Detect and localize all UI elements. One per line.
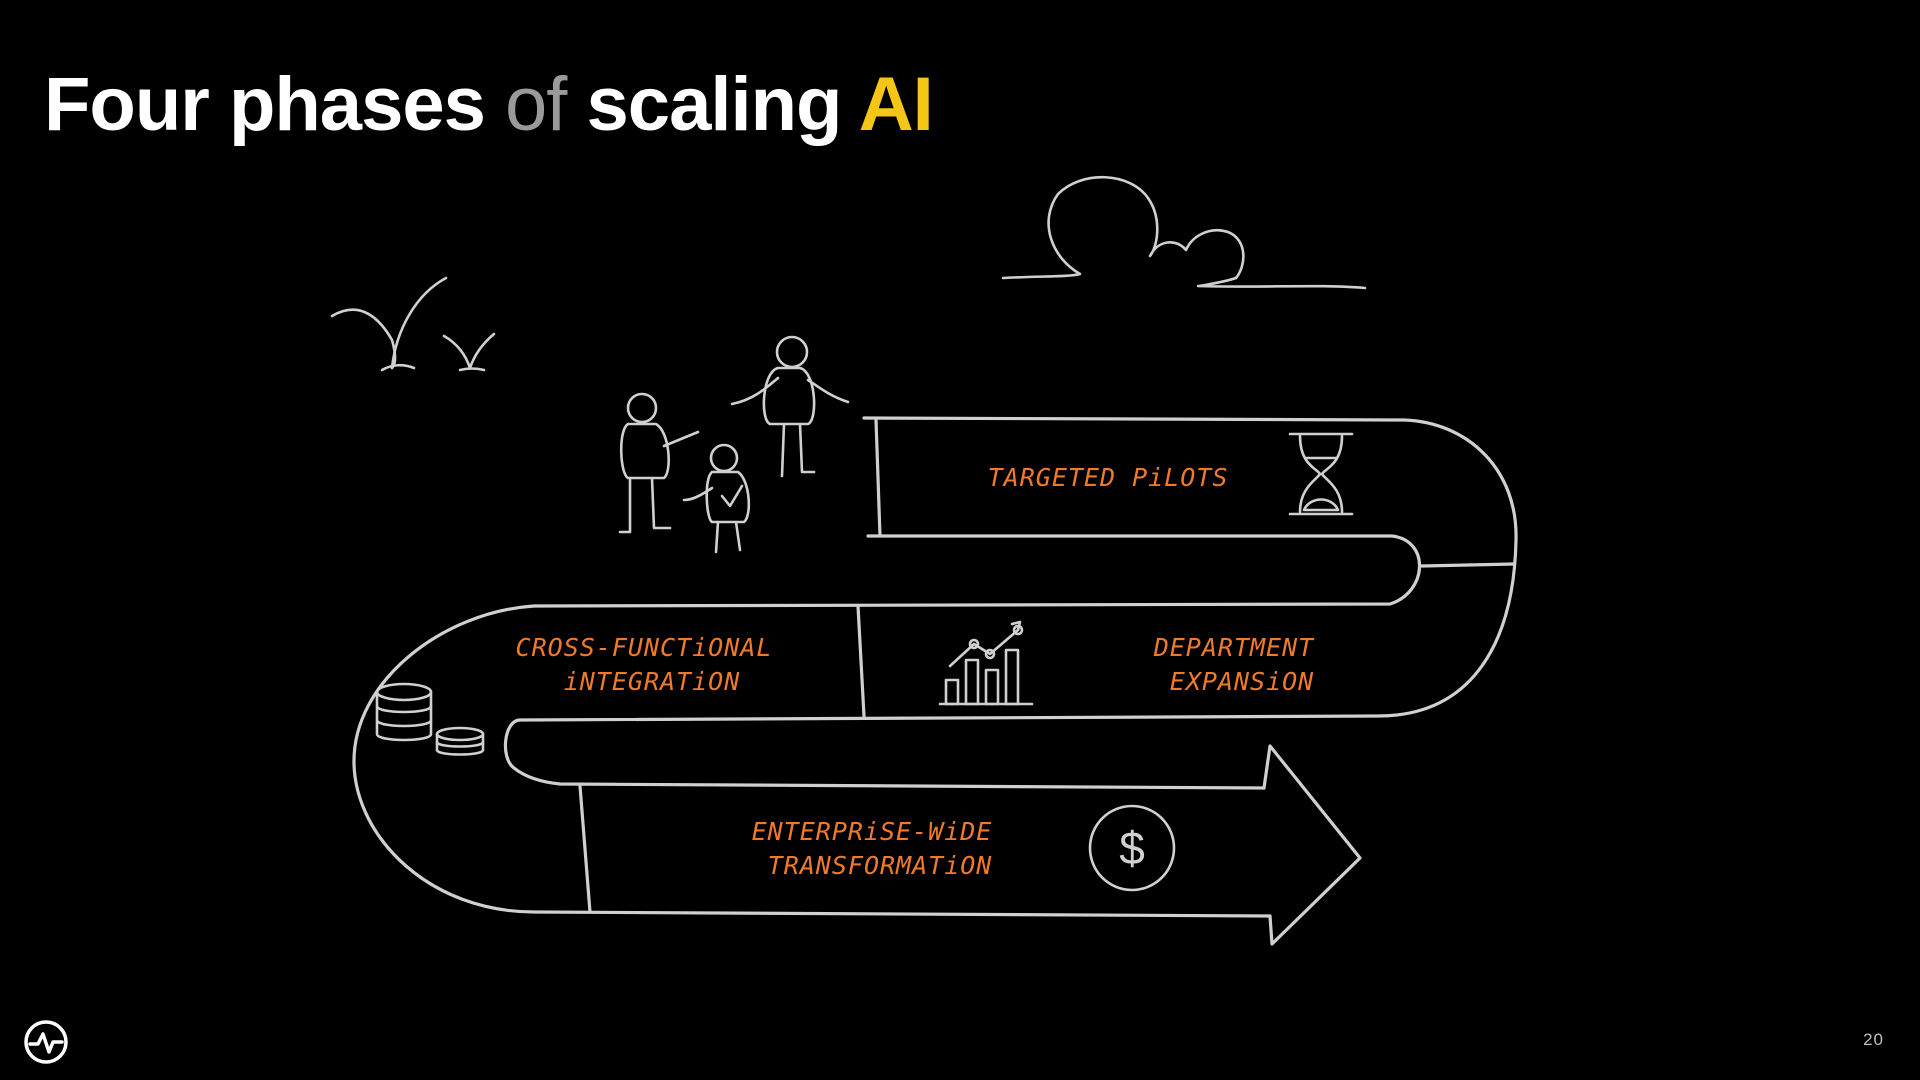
people-icon — [618, 335, 850, 554]
phase-label-cross-functional-integration: CROSS-FUNCTiONAL iNTEGRATiON — [516, 633, 789, 696]
cloud-icon — [1001, 175, 1367, 290]
brand-logo-icon — [24, 1020, 68, 1064]
winding-road — [352, 416, 1518, 946]
title-word-ai: AI — [858, 62, 934, 147]
phase-label-targeted-pilots: TARGETED PiLOTS — [988, 463, 1229, 492]
svg-text:$: $ — [1119, 822, 1145, 874]
growth-chart-icon — [938, 620, 1034, 706]
hourglass-icon — [1288, 432, 1354, 516]
title-word-four-phases: Four phases — [44, 62, 486, 147]
dollar-coin-icon: $ — [1088, 804, 1176, 892]
title-word-scaling: scaling — [586, 62, 843, 147]
page-title: Four phases of scaling AI — [44, 60, 934, 150]
page-number: 20 — [1863, 1030, 1884, 1049]
phase-label-department-expansion: DEPARTMENT EXPANSiON — [1153, 633, 1331, 696]
coin-stack-icon — [375, 682, 485, 756]
birds-icon — [330, 276, 496, 372]
title-word-of: of — [505, 62, 567, 147]
phase-label-enterprise-wide-transformation: ENTERPRiSE-WiDE TRANSFORMATiON — [752, 817, 1009, 880]
